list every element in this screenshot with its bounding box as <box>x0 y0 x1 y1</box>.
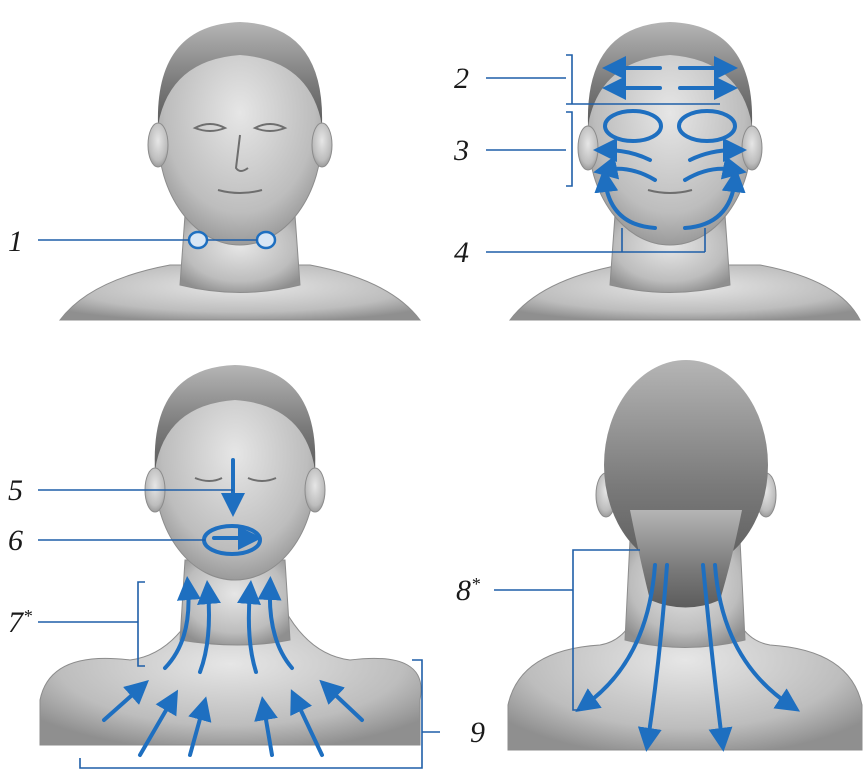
bracket-3 <box>566 112 572 186</box>
label-5: 5 <box>8 474 23 507</box>
label-4: 4 <box>454 236 469 269</box>
label-8: 8* <box>456 574 480 607</box>
label-7: 7* <box>8 606 32 639</box>
ear-right <box>305 468 325 512</box>
lymph-node-right <box>257 232 275 248</box>
label-6: 6 <box>8 524 23 557</box>
label-8-asterisk: * <box>471 574 480 594</box>
label-1: 1 <box>8 225 23 258</box>
ear-left <box>578 126 598 170</box>
label-3: 3 <box>453 134 469 167</box>
figure-back-neck: 8* <box>456 360 862 750</box>
ear-right <box>742 126 762 170</box>
ear-right <box>312 123 332 167</box>
ear-left <box>148 123 168 167</box>
lymph-node-left <box>189 232 207 248</box>
bracket-7 <box>138 582 145 666</box>
figure-front-neck-chest: 5 6 7* 9 <box>8 365 485 768</box>
figure-front-lymph-nodes: 1 <box>8 22 420 320</box>
label-7-asterisk: * <box>23 606 32 626</box>
label-2: 2 <box>454 62 469 95</box>
figure-front-face-massage: 2 3 4 <box>453 22 860 320</box>
label-9: 9 <box>470 716 485 749</box>
